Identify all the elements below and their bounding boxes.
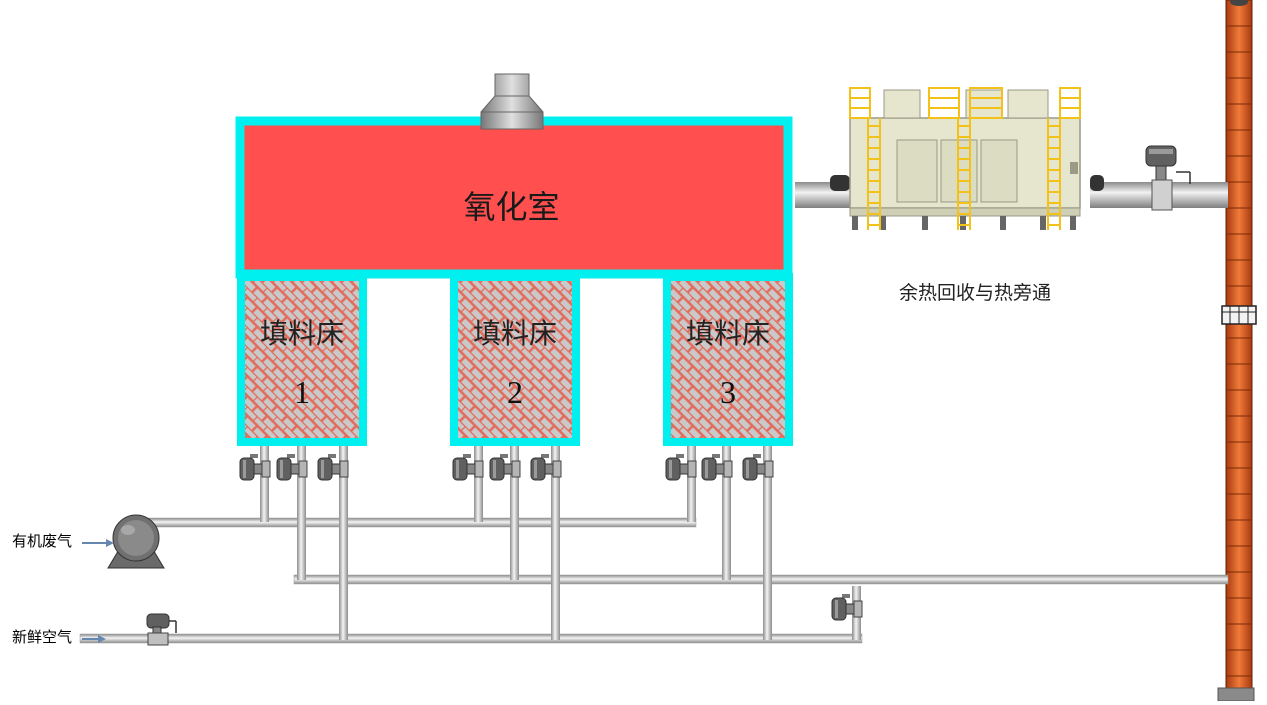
heat-recovery-unit (830, 87, 1104, 230)
packed-bed-1-number: 1 (294, 374, 310, 410)
valve-icon[interactable] (1145, 145, 1191, 211)
packed-bed-2-number: 2 (507, 374, 523, 410)
fresh-air-header-pipe (79, 633, 863, 644)
waste-gas-inlet-label: 有机废气 (12, 534, 73, 550)
valve-icon[interactable] (146, 613, 177, 646)
packed-bed-1-label: 填料床 (259, 317, 344, 350)
oxidation-chamber (235, 73, 793, 279)
packed-bed-2-label: 填料床 (472, 317, 557, 350)
waste-gas-header-pipe (147, 517, 697, 528)
packed-bed-1 (237, 273, 367, 446)
chimney-icon (1217, 0, 1257, 702)
burner-icon (480, 73, 544, 130)
pump-icon[interactable] (107, 514, 165, 569)
packed-bed-2 (450, 273, 580, 446)
heat-recovery-label: 余热回收与热旁通 (899, 282, 1052, 304)
packed-bed-3-label: 填料床 (685, 317, 770, 350)
packed-bed-3 (663, 273, 793, 446)
fresh-air-inlet-label: 新鲜空气 (12, 630, 73, 646)
pipe-network (79, 182, 1229, 644)
oxidation-chamber-label: 氧化室 (463, 188, 560, 226)
packed-bed-3-number: 3 (720, 374, 736, 410)
exhaust-header-pipe (293, 574, 1229, 585)
inlet-arrows (82, 539, 114, 643)
